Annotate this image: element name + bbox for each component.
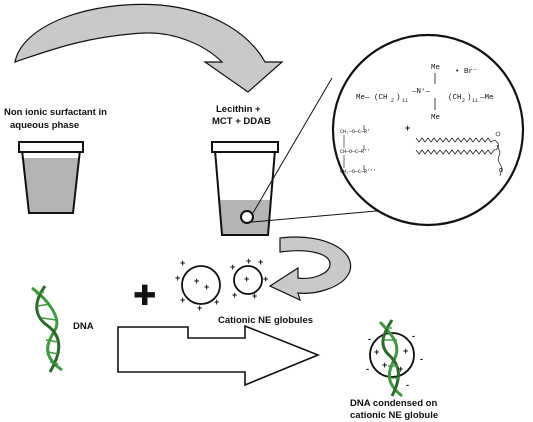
svg-text:CH—O—C—R'': CH—O—C—R'' bbox=[340, 149, 370, 155]
svg-text:Me: Me bbox=[431, 64, 440, 72]
svg-text:CH₂—O—C—R': CH₂—O—C—R' bbox=[340, 129, 370, 135]
zoom-line-lower bbox=[251, 209, 389, 223]
svg-text:+: + bbox=[403, 346, 408, 356]
svg-text:+: + bbox=[244, 274, 249, 284]
svg-text:-: - bbox=[412, 331, 415, 341]
svg-text:Me— (CH: Me— (CH bbox=[356, 94, 388, 102]
svg-text:): ) bbox=[467, 94, 472, 102]
svg-text:-: - bbox=[368, 334, 371, 344]
svg-text:CH₂—O—C—R''': CH₂—O—C—R''' bbox=[340, 169, 376, 175]
dna-condensed-globule bbox=[369, 319, 415, 398]
beaker-rim bbox=[211, 141, 279, 153]
svg-text:+: + bbox=[232, 290, 237, 300]
svg-text:+: + bbox=[180, 258, 185, 268]
svg-text:+: + bbox=[214, 297, 219, 307]
curved-transfer-arrow bbox=[14, 3, 284, 93]
result-label-line1: DNA condensed on bbox=[350, 398, 437, 409]
result-label-line2: cationic NE globule bbox=[350, 410, 438, 421]
curved-arrow-to-globules bbox=[268, 236, 352, 302]
svg-text:-: - bbox=[420, 354, 423, 364]
surfactant-label-line2: aqueous phase bbox=[10, 120, 79, 131]
magnified-droplet: Me • Br⁻ Me— (CH 2 ) 11 —N⁺— (CH 2 ) 11 … bbox=[331, 33, 525, 227]
svg-text:• Br⁻: • Br⁻ bbox=[455, 68, 478, 76]
process-arrow bbox=[117, 324, 321, 387]
aqueous-liquid bbox=[22, 158, 80, 213]
surfactant-beaker bbox=[18, 141, 84, 214]
svg-text:+: + bbox=[252, 291, 257, 301]
svg-text:+: + bbox=[246, 256, 251, 266]
svg-text:Me: Me bbox=[431, 114, 440, 122]
svg-text:—Me: —Me bbox=[479, 94, 494, 102]
result-charges: - - - - - + + + + bbox=[366, 331, 423, 390]
svg-text:+: + bbox=[374, 347, 379, 357]
oil-phase-beaker bbox=[211, 141, 279, 236]
globule-charges: + + + + + + + + + + + + + + bbox=[175, 256, 268, 313]
globules-label: Cationic NE globules bbox=[218, 315, 313, 326]
svg-text:11: 11 bbox=[402, 98, 408, 104]
svg-text:+: + bbox=[230, 262, 235, 272]
beaker-rim bbox=[18, 141, 84, 153]
svg-text:+: + bbox=[405, 123, 410, 133]
svg-text:+: + bbox=[194, 276, 199, 286]
svg-text:+: + bbox=[180, 295, 185, 305]
svg-text:+: + bbox=[263, 274, 268, 284]
svg-text:+: + bbox=[398, 364, 403, 374]
svg-text:+: + bbox=[258, 257, 263, 267]
svg-text:2: 2 bbox=[462, 98, 465, 104]
cationic-globules bbox=[181, 265, 263, 305]
svg-text:): ) bbox=[396, 94, 401, 102]
svg-text:+: + bbox=[204, 282, 209, 292]
plus-sign: ✚ bbox=[133, 279, 156, 312]
svg-text:+: + bbox=[175, 273, 180, 283]
svg-text:+: + bbox=[197, 303, 202, 313]
surfactant-label-line1: Non ionic surfactant in bbox=[4, 107, 107, 118]
droplet-highlight bbox=[240, 210, 254, 224]
svg-text:-: - bbox=[366, 364, 369, 374]
oil-label-line1: Lecithin + bbox=[216, 104, 261, 115]
zoom-line-upper bbox=[252, 77, 333, 214]
svg-text:—N⁺—: —N⁺— bbox=[411, 88, 431, 96]
dna-helix-icon bbox=[31, 285, 63, 373]
svg-text:11: 11 bbox=[472, 98, 478, 104]
svg-text:2: 2 bbox=[391, 98, 394, 104]
svg-text:(CH: (CH bbox=[448, 94, 462, 102]
svg-text:-: - bbox=[406, 380, 409, 390]
svg-text:+: + bbox=[382, 360, 387, 370]
dna-label: DNA bbox=[73, 321, 94, 332]
oil-label-line2: MCT + DDAB bbox=[212, 116, 271, 127]
